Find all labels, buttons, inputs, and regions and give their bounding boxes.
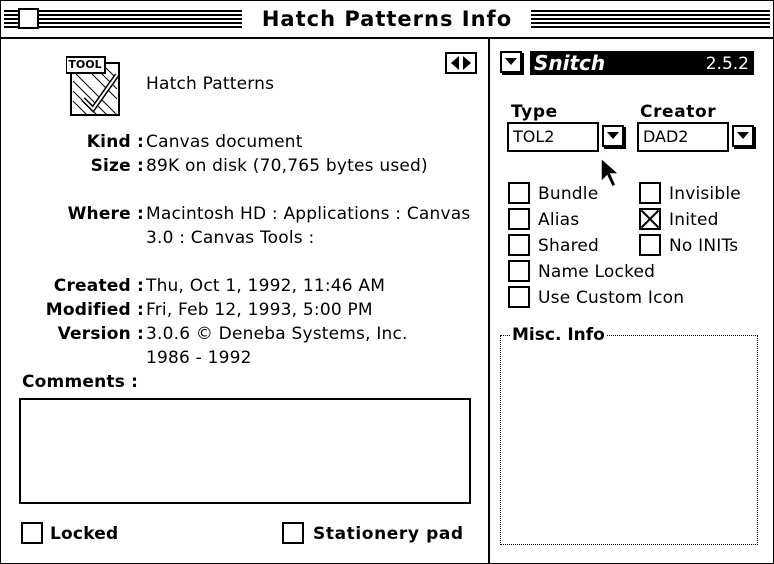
use-custom-icon-label[interactable]: Use Custom Icon (538, 288, 685, 308)
modified-value: Fri, Feb 12, 1993, 5:00 PM (146, 300, 373, 320)
bundle-label[interactable]: Bundle (538, 184, 599, 204)
comments-field[interactable] (19, 398, 471, 504)
size-value: 89K on disk (70,765 bytes used) (146, 156, 428, 176)
popup-triangle-icon (505, 58, 517, 65)
kind-value: Canvas document (146, 132, 303, 152)
creator-field[interactable]: DAD2 (637, 122, 729, 152)
created-value: Thu, Oct 1, 1992, 11:46 AM (146, 276, 386, 296)
locked-label[interactable]: Locked (50, 524, 119, 544)
where-value-line2: 3.0 : Canvas Tools : (146, 228, 315, 248)
file-name[interactable]: Hatch Patterns (146, 74, 275, 94)
version-label: Version : (57, 324, 144, 344)
title-stripes-left (4, 10, 242, 29)
alias-label[interactable]: Alias (538, 210, 580, 230)
panel-divider (488, 39, 490, 563)
use-custom-icon-checkbox[interactable] (508, 286, 530, 308)
title-bar[interactable]: Hatch Patterns Info (1, 1, 773, 39)
creator-popup-button[interactable] (732, 125, 754, 147)
modified-label: Modified : (45, 300, 144, 320)
where-value-line1: Macintosh HD : Applications : Canvas (146, 204, 471, 224)
snitch-version: 2.5.2 (705, 54, 749, 74)
snitch-popup-button[interactable] (500, 51, 522, 73)
created-label: Created : (53, 276, 144, 296)
snitch-header: Snitch 2.5.2 (530, 51, 754, 75)
close-box-icon[interactable] (18, 8, 39, 29)
stationery-pad-checkbox[interactable] (282, 522, 304, 544)
popup-triangle-icon (607, 132, 619, 139)
name-locked-label[interactable]: Name Locked (538, 262, 656, 282)
version-value-line1: 3.0.6 © Deneba Systems, Inc. (146, 324, 408, 344)
misc-info-label: Misc. Info (510, 325, 607, 345)
invisible-label[interactable]: Invisible (669, 184, 741, 204)
window-title: Hatch Patterns Info (245, 6, 529, 32)
bundle-checkbox[interactable] (508, 182, 530, 204)
size-label: Size : (90, 156, 144, 176)
type-field[interactable]: TOL2 (507, 122, 599, 152)
left-right-arrows-icon[interactable] (445, 52, 477, 74)
stationery-pad-label[interactable]: Stationery pad (313, 524, 464, 544)
arrow-cursor-icon (600, 156, 621, 189)
misc-info-box (500, 335, 758, 545)
inited-label[interactable]: Inited (669, 210, 719, 230)
alias-checkbox[interactable] (508, 208, 530, 230)
locked-checkbox[interactable] (21, 522, 43, 544)
version-value-line2: 1986 - 1992 (146, 348, 252, 368)
icon-tool-label: TOOL (67, 58, 103, 72)
no-inits-checkbox[interactable] (639, 234, 661, 256)
type-label: Type (511, 102, 558, 122)
comments-label: Comments : (22, 372, 139, 392)
creator-label: Creator (640, 102, 717, 122)
no-inits-label[interactable]: No INITs (669, 236, 739, 256)
where-label: Where : (67, 204, 144, 224)
shared-label[interactable]: Shared (538, 236, 600, 256)
type-popup-button[interactable] (602, 125, 624, 147)
popup-triangle-icon (737, 132, 749, 139)
kind-label: Kind : (86, 132, 144, 152)
invisible-checkbox[interactable] (639, 182, 661, 204)
name-locked-checkbox[interactable] (508, 260, 530, 282)
shared-checkbox[interactable] (508, 234, 530, 256)
inited-checkbox[interactable] (639, 208, 661, 230)
comments-text (21, 400, 469, 408)
title-stripes-right (531, 10, 770, 29)
snitch-name: Snitch (534, 51, 606, 75)
